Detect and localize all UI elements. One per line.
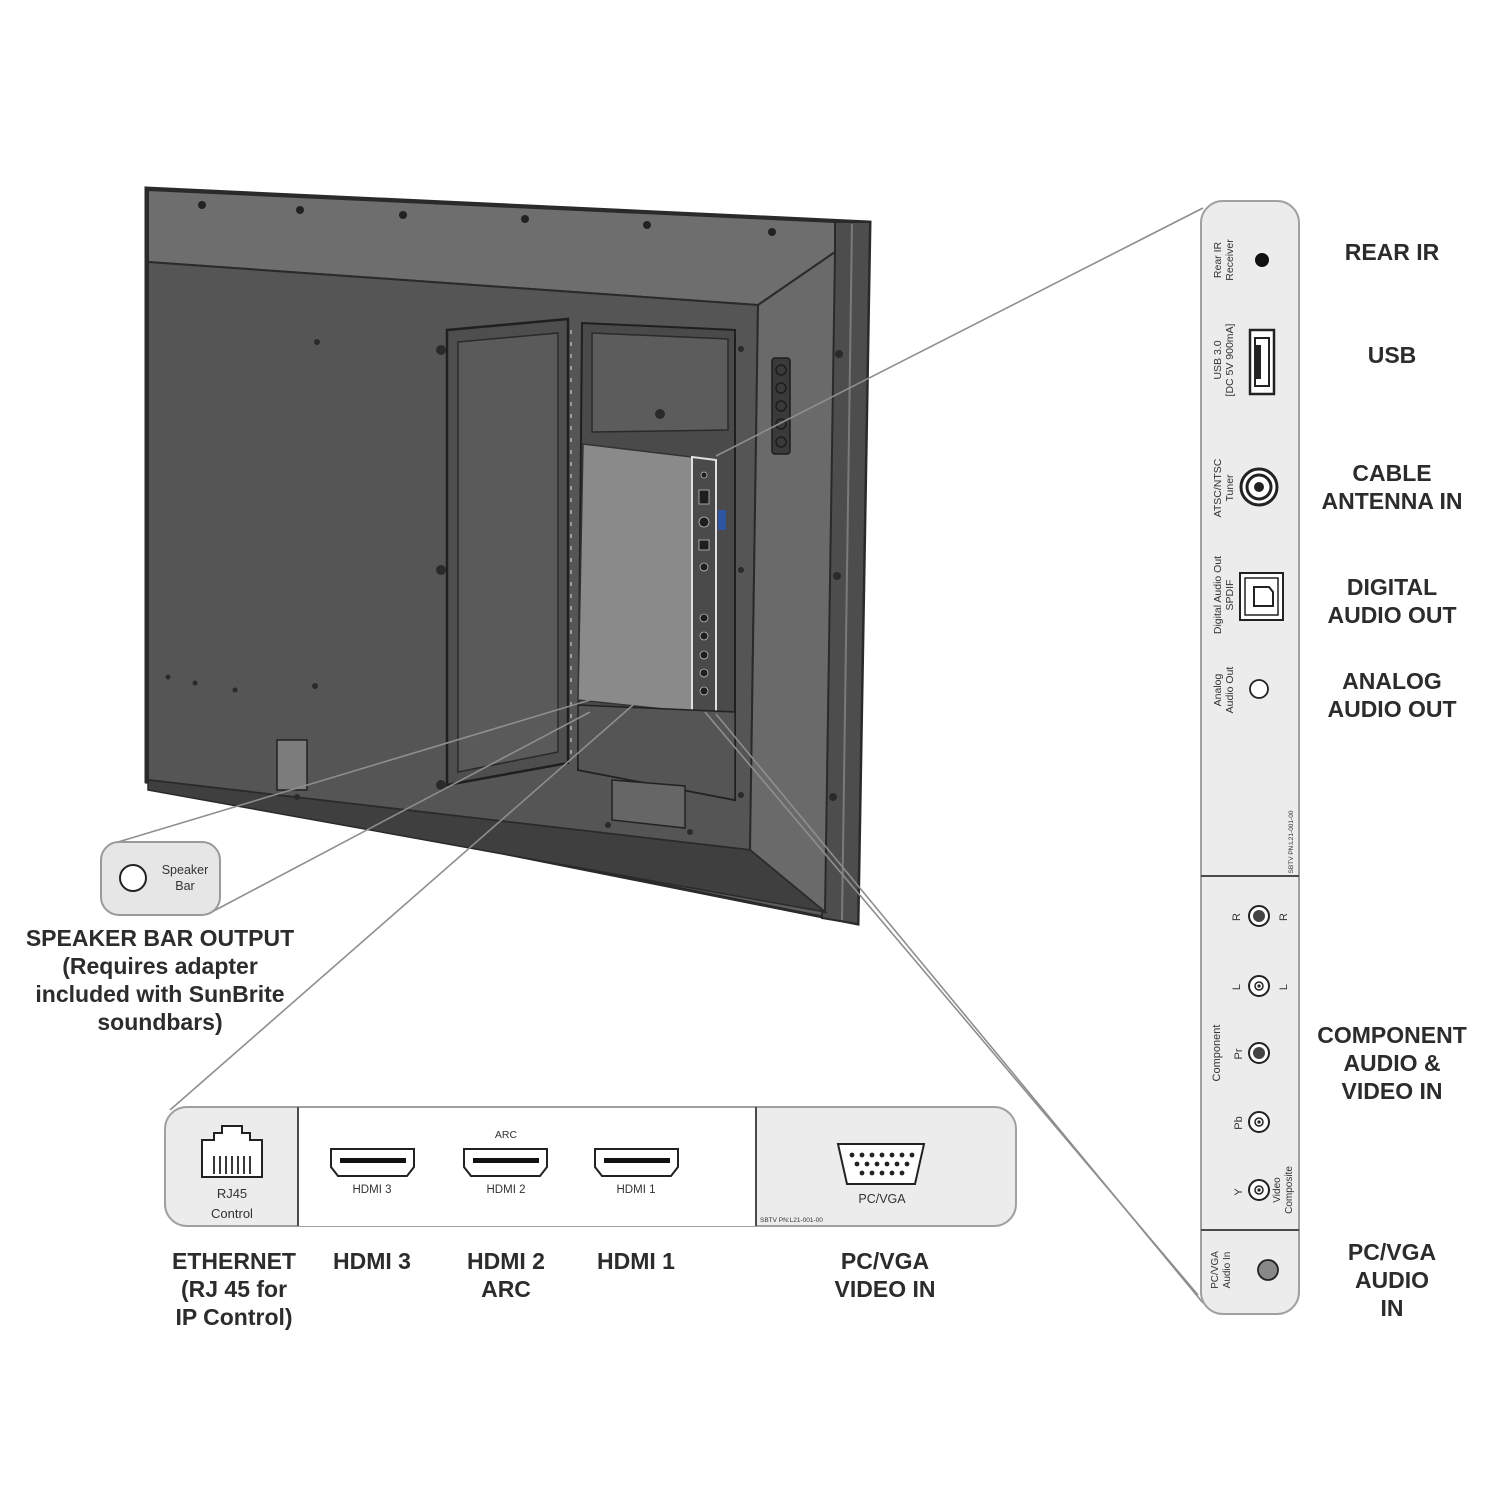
- speaker-port-line1: Speaker: [162, 863, 209, 877]
- label-hdmi2-arc: HDMI 2 ARC: [467, 1248, 545, 1302]
- rear-ir-port-line1: Rear IR: [1212, 242, 1224, 279]
- bottom-panel-part-number: SBTV PN:L21-001-00: [760, 1217, 823, 1224]
- tv-access-door: [436, 317, 572, 790]
- tuner-port-line2: Tuner: [1224, 474, 1236, 502]
- analog-port-label: AnalogAudio Out: [1212, 667, 1236, 714]
- label-digital-audio-out: DIGITAL AUDIO OUT: [1327, 574, 1457, 628]
- pcvga-audio-port-line1: PC/VGA: [1210, 1251, 1221, 1289]
- rca-r-icon: [1248, 905, 1270, 927]
- hdmi3-port-icon: [330, 1148, 415, 1177]
- label-speaker-bar-output: SPEAKER BAR OUTPUT (Requires adapter inc…: [25, 925, 295, 1035]
- callout-lines: [117, 207, 1204, 1304]
- label-rear-ir: REAR IR: [1344, 239, 1440, 265]
- tv-top-screws: [198, 201, 776, 236]
- tv-bottom-flank: [147, 779, 828, 914]
- usb-port-line1: USB 3.0: [1212, 340, 1224, 379]
- arc-port-label: ARC: [495, 1129, 518, 1141]
- spdif-port-line1: Digital Audio Out: [1212, 556, 1224, 634]
- speaker-jack-icon: [119, 864, 147, 892]
- usb-port-line2: [DC 5V 900mA]: [1224, 323, 1236, 396]
- component-l-left-label: L: [1231, 984, 1243, 990]
- headphone-jack-icon: [1249, 679, 1269, 699]
- label-ethernet: ETHERNET (RJ 45 for IP Control): [172, 1248, 296, 1330]
- component-pb-label: Pb: [1233, 1116, 1245, 1129]
- rca-y-icon: [1248, 1179, 1270, 1201]
- rear-ir-port-label: Rear IRReceiver: [1212, 239, 1236, 281]
- tuner-port-label: ATSC/NTSCTuner: [1212, 458, 1236, 517]
- label-cable-antenna: CABLE ANTENNA IN: [1321, 460, 1463, 514]
- label-hdmi1: HDMI 1: [597, 1248, 675, 1274]
- usb-port-label: USB 3.0[DC 5V 900mA]: [1212, 323, 1236, 396]
- usb-port-icon: [1248, 328, 1276, 396]
- component-r-right-label: R: [1278, 913, 1290, 921]
- right-port-panel: Rear IRReceiver USB 3.0[DC 5V 900mA] ATS…: [1200, 200, 1300, 1315]
- speaker-port-line2: Bar: [175, 879, 194, 893]
- tv-side-buttons: [771, 357, 791, 455]
- component-l-right-label: L: [1278, 984, 1290, 990]
- tv-right-flank: [748, 250, 837, 915]
- component-r-left-label: R: [1231, 913, 1243, 921]
- label-component-in: COMPONENT AUDIO & VIDEO IN: [1317, 1022, 1467, 1104]
- analog-port-line1: Analog: [1212, 673, 1224, 706]
- analog-port-line2: Audio Out: [1224, 667, 1236, 714]
- label-analog-audio-out: ANALOG AUDIO OUT: [1327, 668, 1457, 722]
- pcvga-audio-port-line2: Audio In: [1222, 1252, 1233, 1289]
- tv-rear-illustration: [144, 186, 872, 926]
- tuner-port-line1: ATSC/NTSC: [1212, 458, 1224, 517]
- pcvga-port-label: PC/VGA: [858, 1192, 906, 1206]
- label-hdmi3: HDMI 3: [333, 1248, 411, 1274]
- composite-line2: Composite: [1284, 1166, 1295, 1214]
- ir-sensor-icon: [1255, 253, 1269, 267]
- tv-compartment: [576, 321, 736, 829]
- composite-line1: Video: [1272, 1177, 1283, 1203]
- label-usb: USB: [1367, 342, 1417, 368]
- right-panel-part-number: SBTV PN:L21-001-00: [1288, 810, 1295, 873]
- rj45-port-icon: [201, 1125, 263, 1178]
- vga-port-icon: [836, 1143, 926, 1185]
- pcvga-audio-port-label: PC/VGAAudio In: [1210, 1251, 1233, 1289]
- coax-connector-icon: [1239, 467, 1279, 507]
- label-pcvga-video-in: PC/VGA VIDEO IN: [834, 1248, 936, 1302]
- hdmi1-port-icon: [594, 1148, 679, 1177]
- label-pcvga-audio-in: PC/VGA AUDIO IN: [1347, 1239, 1437, 1321]
- rj45-port-line2: Control: [211, 1206, 253, 1221]
- spdif-port-line2: SPDIF: [1224, 580, 1236, 611]
- rca-l-icon: [1248, 975, 1270, 997]
- spdif-port-label: Digital Audio OutSPDIF: [1212, 556, 1236, 634]
- hdmi2-port-icon: [463, 1148, 548, 1177]
- hdmi3-port-label: HDMI 3: [353, 1184, 392, 1196]
- composite-label: VideoComposite: [1272, 1166, 1295, 1214]
- component-pr-label: Pr: [1233, 1048, 1245, 1059]
- rca-pr-icon: [1248, 1042, 1270, 1064]
- rear-ir-port-line2: Receiver: [1224, 239, 1236, 281]
- component-y-label: Y: [1233, 1188, 1245, 1196]
- hdmi2-port-label: HDMI 2: [487, 1184, 526, 1196]
- rj45-port-line1: RJ45: [217, 1186, 247, 1201]
- hdmi1-port-label: HDMI 1: [617, 1184, 656, 1196]
- rca-pb-icon: [1248, 1111, 1270, 1133]
- component-label: Component: [1211, 1025, 1223, 1082]
- pcvga-audio-jack-icon: [1257, 1259, 1279, 1281]
- optical-port-icon: [1239, 572, 1284, 621]
